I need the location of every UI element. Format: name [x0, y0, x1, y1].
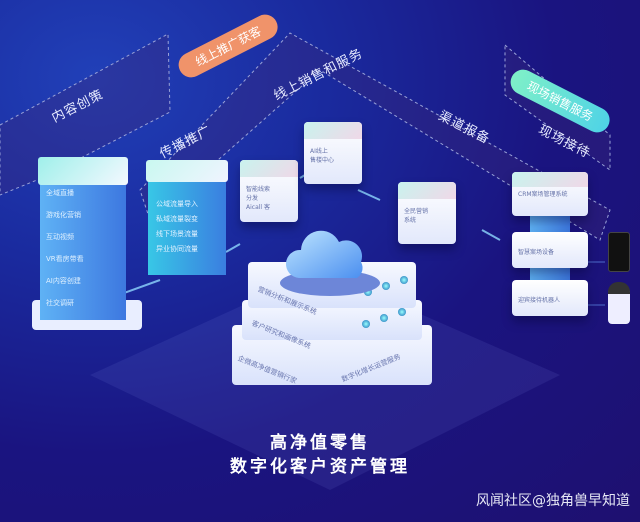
traffic-list: 公域流量导入 私域流量裂变 线下场景流量 异业协同流量	[148, 175, 226, 278]
stack-text: 智慧案场设备	[518, 249, 555, 257]
cube-text: 智能线索	[246, 185, 271, 193]
tower-item: 互动视频	[46, 233, 74, 241]
cube-text: 分发	[246, 194, 259, 202]
platform-left-face: 企微高净值营销行家	[236, 354, 298, 386]
stack-text: CRM案场管理系统	[518, 190, 568, 198]
traffic-item: 公域流量导入	[156, 200, 198, 208]
tower-item: AI内容创建	[46, 277, 81, 285]
right-stack-robot: 迎宾接待机器人	[512, 280, 588, 316]
stack-text: 迎宾接待机器人	[518, 297, 561, 305]
tower-item: 社交调研	[46, 299, 74, 307]
cloud-icon	[285, 230, 363, 278]
left-tower-top	[38, 157, 128, 185]
traffic-block: 公域流量导入 私域流量裂变 线下场景流量 异业协同流量	[148, 175, 226, 275]
traffic-item: 线下场景流量	[156, 230, 198, 238]
headline-line2: 数字化客户资产管理	[230, 457, 410, 477]
left-tower-list: 全域直播 游戏化营销 互动视频 VR看房带看 AI内容创建 社交调研	[40, 180, 126, 316]
cube-text: 系统	[404, 216, 417, 224]
cube-text: AI线上	[310, 147, 328, 155]
watermark: 风闻社区@独角兽早知道	[476, 493, 630, 509]
traffic-item: 私域流量裂变	[156, 215, 198, 223]
cube-all-staff-marketing: 全民营销系统	[398, 182, 456, 244]
cube-ai-sales-center: AI线上售楼中心	[304, 122, 362, 184]
platform-right-face: 数字化增长运营服务	[340, 352, 402, 384]
headline-line1: 高净值零售	[270, 433, 370, 453]
robot-device-icon	[608, 282, 630, 324]
tower-item: 游戏化营销	[46, 211, 81, 219]
traffic-item: 异业协同流量	[156, 245, 198, 253]
cube-text: 售楼中心	[310, 156, 335, 164]
right-stack-devices: 智慧案场设备	[512, 232, 588, 268]
traffic-block-top	[146, 160, 228, 182]
tower-item: 全域直播	[46, 189, 74, 197]
tower-item: VR看房带看	[46, 255, 84, 263]
cube-text: Aicall 客	[246, 203, 270, 211]
cube-text: 全民营销	[404, 207, 429, 215]
left-tower: 全域直播 游戏化营销 互动视频 VR看房带看 AI内容创建 社交调研	[40, 180, 126, 320]
right-stack-crm: CRM案场管理系统	[512, 172, 588, 216]
tablet-device-icon	[608, 232, 630, 272]
